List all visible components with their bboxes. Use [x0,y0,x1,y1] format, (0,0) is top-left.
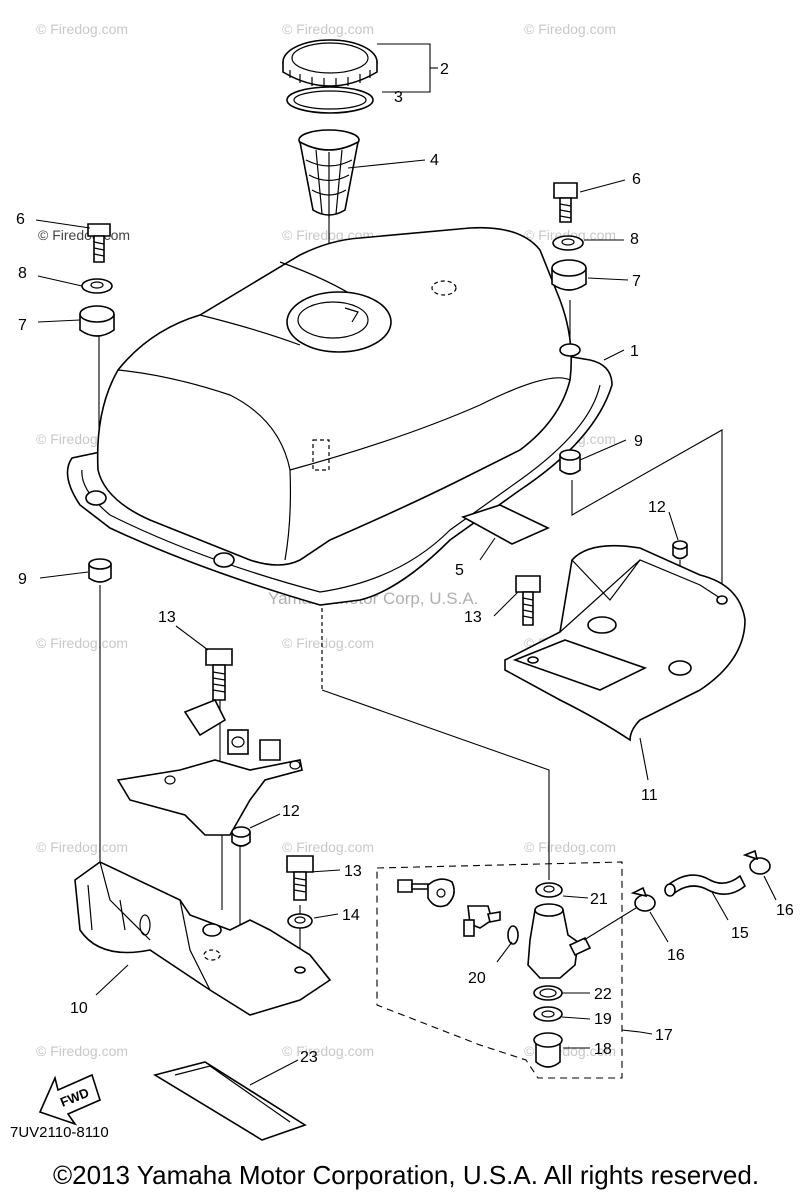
middle-bracket [116,698,303,836]
cap-rear-bracket [672,540,688,560]
callout-21: 21 [590,891,608,908]
watermark: © Firedog.com [524,839,616,855]
watermark: © Firedog.com [36,1043,128,1059]
callout-11: 11 [641,787,658,804]
callout-leaders [35,43,777,1086]
hose-clip-left [583,886,656,941]
watermark: © Firedog.com [36,21,128,37]
callout-6-right: 6 [632,171,641,188]
callout-7-right: 7 [632,273,641,290]
bolt-rear-bracket [515,575,541,626]
callout-16-left: 16 [667,947,685,964]
callout-2: 2 [440,61,449,78]
callout-3: 3 [394,89,403,106]
tank-bracket-front [74,861,332,1016]
watermark: © Firedog.com [282,1043,374,1059]
bolt-middle-bracket [205,648,233,701]
callout-9-left: 9 [18,571,27,588]
watermark: © Firedog.com [38,227,130,243]
fuel-strainer [298,129,360,218]
callout-12-front: 12 [282,803,300,820]
hose-clip-right [742,849,771,875]
callout-9-right: 9 [634,433,643,450]
bolt-front-bracket [286,855,314,901]
watermark: © Firedog.com [524,21,616,37]
callout-8-left: 8 [18,265,27,282]
damper-right [559,449,581,475]
callout-20: 20 [468,970,486,987]
callout-13-front: 13 [344,863,362,880]
callout-12-rear: 12 [648,499,666,516]
watermark: © Firedog.com [282,21,374,37]
grommet-right [551,259,587,291]
fuel-cock-assembly [376,861,623,1079]
callout-10: 10 [70,1000,88,1017]
callout-15: 15 [731,925,749,942]
callout-13-middle: 13 [158,609,176,626]
lower-pad [152,1061,307,1141]
cap-gasket [286,86,374,114]
copyright-notice: ©2013 Yamaha Motor Corporation, U.S.A. A… [52,1160,760,1190]
bolt-left [87,223,111,263]
washer-right [552,235,584,251]
callout-19: 19 [594,1011,612,1028]
forward-arrow: FWD [38,1073,101,1126]
grommet-left [79,305,115,337]
washer-left [81,278,113,294]
callout-18: 18 [594,1041,612,1058]
callout-13-rear: 13 [464,609,482,626]
callout-7-left: 7 [18,317,27,334]
diagram-code: 7UV2110-8110 [10,1124,109,1141]
callout-14: 14 [342,907,360,924]
watermark: © Firedog.com [282,635,374,651]
watermark: © Firedog.com [36,635,128,651]
callout-5: 5 [455,562,464,579]
callout-6-left: 6 [16,211,25,228]
watermark: © Firedog.com [282,839,374,855]
callout-22: 22 [594,986,612,1003]
callout-1: 1 [630,343,639,360]
callout-8-right: 8 [630,231,639,248]
callout-labels: 1 2 3 4 5 6 6 7 7 8 8 9 9 10 11 12 12 13… [16,61,794,1066]
damper-left [88,558,112,583]
fuel-hose [664,874,747,897]
tank-pad [460,504,550,545]
callout-4: 4 [430,152,439,169]
fuel-cap [282,39,378,87]
washer-front-bracket [287,913,313,929]
callout-17: 17 [655,1027,673,1044]
callout-23: 23 [300,1049,318,1066]
cap-front-bracket [231,826,251,847]
watermark: © Firedog.com [36,839,128,855]
watermark: © Firedog.com [524,227,616,243]
fuel-tank [66,226,613,606]
tank-bracket-rear [504,544,746,742]
bolt-right [553,182,578,223]
callout-16-right: 16 [776,902,794,919]
